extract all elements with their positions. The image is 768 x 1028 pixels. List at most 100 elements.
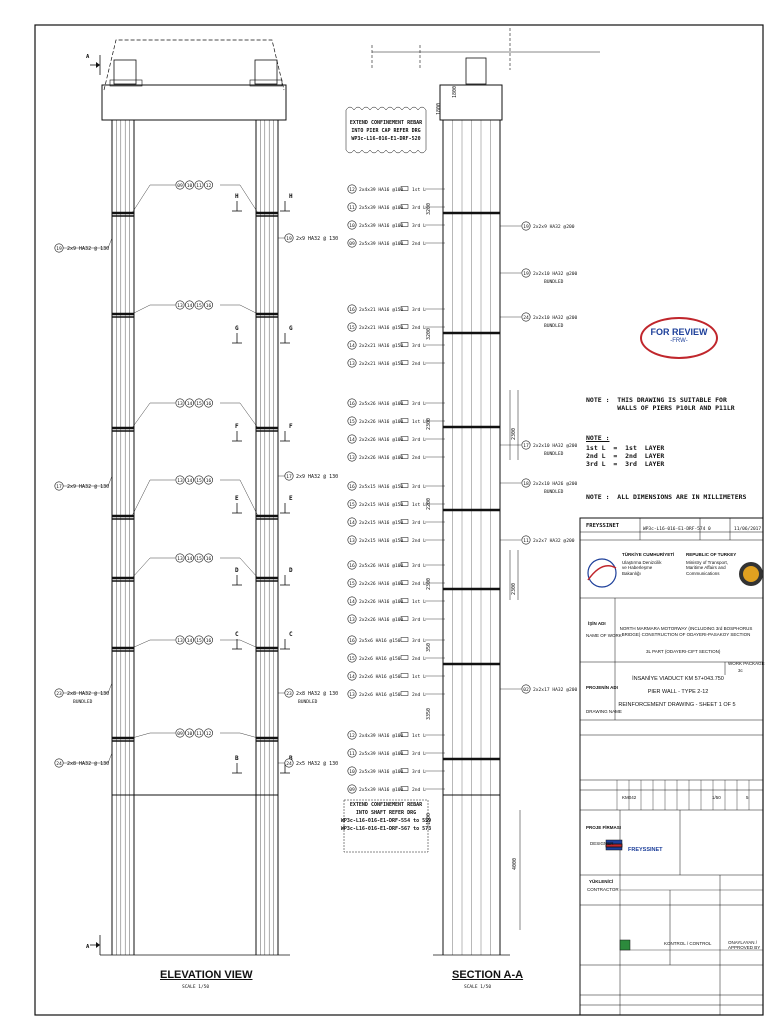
section-right-text: 2x2x10 HA32 @200 — [533, 271, 577, 277]
elevation-bubble-text: 13 — [177, 556, 183, 562]
section-row-layer: 1st L — [412, 502, 426, 508]
bearing-plinth-left — [109, 79, 143, 87]
section-row-layer: 3rd L — [412, 437, 426, 443]
elevation-bubble-text: 16 — [206, 638, 212, 644]
section-row-layer: 1st L — [412, 419, 426, 425]
section-row-layer: 1st L — [412, 187, 426, 193]
leader-line — [131, 184, 151, 214]
section-row-tag-circle — [347, 499, 357, 509]
tb-is-adi: İŞİN ADI — [588, 621, 606, 626]
section-bearing — [465, 57, 487, 85]
elevation-bubble-text: 16 — [206, 401, 212, 407]
elevation-bubble-circle — [185, 553, 195, 563]
tb-title-1: İNSANİYE VIADUCT KM 57+043.750 — [632, 676, 724, 682]
section-row-tag-circle — [347, 596, 357, 606]
stamp-sub-text: -FRW- — [670, 338, 688, 344]
stamp-main-text: FOR REVIEW — [650, 327, 708, 337]
section-row-tag-text: 15 — [349, 502, 355, 508]
section-row-tag-circle — [347, 184, 357, 194]
leader-line — [239, 304, 259, 315]
section-row-text: 2x2x21 HA16 @150 — [359, 325, 403, 331]
bar-shape-icon — [400, 204, 409, 209]
section-row-text: 2x2x21 HA16 @150 — [359, 361, 403, 367]
tb-project-sub: 3L PART (ODAYERI-CIFT SECTION) — [646, 649, 721, 654]
elevation-bubble-text: 15 — [196, 401, 202, 407]
elevation-bubble-text: 11 — [196, 183, 202, 189]
tb-scale: 1/50 — [712, 795, 721, 800]
elevation-bubble-circle — [175, 553, 185, 563]
section-row-tag-text: 15 — [349, 325, 355, 331]
section-row-text: 2x2x6 HA16 @150 — [359, 674, 401, 680]
section-right-text: 2x2x9 HA32 @200 — [533, 224, 575, 230]
dimension-label: 3200 — [426, 328, 432, 340]
section-row-tag-text: 14 — [349, 520, 355, 526]
elevation-bubble-circle — [175, 398, 185, 408]
section-right-sub: BUNDLED — [544, 323, 564, 329]
section-row-tag-text: 09 — [349, 787, 355, 793]
section-row-tag-circle — [347, 434, 357, 444]
section-row-layer: 2nd L — [412, 455, 426, 461]
elevation-bubble-circle — [175, 180, 185, 190]
section-right-tag-circle — [521, 268, 531, 278]
elevation-bubble-circle — [175, 635, 185, 645]
bar-shape-icon — [400, 750, 409, 755]
bar-shape-icon — [400, 501, 409, 506]
dimension-label: 2300 — [511, 583, 517, 595]
section-row-tag-text: 16 — [349, 307, 355, 313]
section-row-layer: 2nd L — [412, 692, 426, 698]
elevation-bubble-text: 10 — [187, 731, 193, 737]
bar-shape-icon — [400, 616, 409, 621]
section-row-text: 2x2x15 HA16 @150 — [359, 502, 403, 508]
elevation-bubble-circle — [204, 553, 214, 563]
elevation-bubble-text: 16 — [206, 303, 212, 309]
top-note-line: EXTEND CONFINEMENT REBAR — [350, 120, 423, 126]
section-row-tag-circle — [347, 322, 357, 332]
section-right-text: 2x2x10 HA32 @200 — [533, 315, 577, 321]
section-row-tag-circle — [347, 202, 357, 212]
section-row-tag-circle — [347, 220, 357, 230]
bearing-plinth-right — [249, 79, 283, 87]
elevation-bubble-circle — [194, 475, 204, 485]
section-right-tag-circle — [521, 684, 531, 694]
bottom-note-line: WP3c-L16-016-E1-DRF-567 to 573 — [341, 826, 431, 832]
tb-client-tr-2: Ulaştırma Denizcilik ve Haberleşme Bakan… — [622, 560, 662, 576]
section-row-tag-circle — [347, 304, 357, 314]
elevation-bubble-circle — [185, 398, 195, 408]
elevation-bubble-text: 16 — [206, 556, 212, 562]
section-row-layer: 2nd L — [412, 361, 426, 367]
section-row-text: 2x2x6 HA16 @150 — [359, 656, 401, 662]
for-review-stamp: FOR REVIEW -FRW- — [640, 317, 718, 359]
highway-logo-inner — [743, 566, 759, 582]
note-layers-title: NOTE : — [586, 434, 610, 442]
elevation-bubble-text: 14 — [187, 303, 193, 309]
elev-callout-right-text: 2x5 HA32 @ 130 — [296, 761, 338, 767]
section-row-layer: 3rd L — [412, 563, 426, 569]
section-row-tag-circle — [347, 748, 357, 758]
elevation-bubble-circle — [194, 300, 204, 310]
section-row-layer: 1st L — [412, 599, 426, 605]
tb-yuklenici: YÜKLENİCİ — [589, 879, 614, 884]
section-row-text: 2x2x6 HA16 @150 — [359, 692, 401, 698]
section-row-tag-circle — [347, 730, 357, 740]
section-row-tag-circle — [347, 689, 357, 699]
section-row-text: 2x2x26 HA16 @100 — [359, 455, 403, 461]
leader-line — [239, 639, 259, 649]
note-layers: 1st L = 1st LAYER 2nd L = 2nd LAYER 3rd … — [586, 444, 665, 469]
bar-shape-icon — [400, 222, 409, 227]
section-row-tag-text: 16 — [349, 563, 355, 569]
elev-callout-left-text: 2x9 HA32 @ 130 — [67, 484, 109, 490]
elevation-bubble-text: 14 — [187, 556, 193, 562]
section-row-tag-circle — [347, 452, 357, 462]
turkey-globe-logo — [587, 558, 617, 588]
elevation-bubble-text: 10 — [187, 183, 193, 189]
section-row-text: 2x5x39 HA16 @100 — [359, 223, 403, 229]
tb-title-2: PIER WALL - TYPE 2-12 — [647, 689, 709, 695]
section-row-tag-text: 10 — [349, 223, 355, 229]
elevation-bubble-text: 09 — [177, 731, 183, 737]
section-row-layer: 2nd L — [412, 325, 426, 331]
leader-line — [239, 402, 259, 429]
section-row-tag-text: 13 — [349, 361, 355, 367]
leader-line — [107, 237, 113, 249]
tb-kontrol: KONTROL / CONTROL — [664, 941, 712, 946]
section-cut-letter-right: E — [289, 495, 293, 502]
